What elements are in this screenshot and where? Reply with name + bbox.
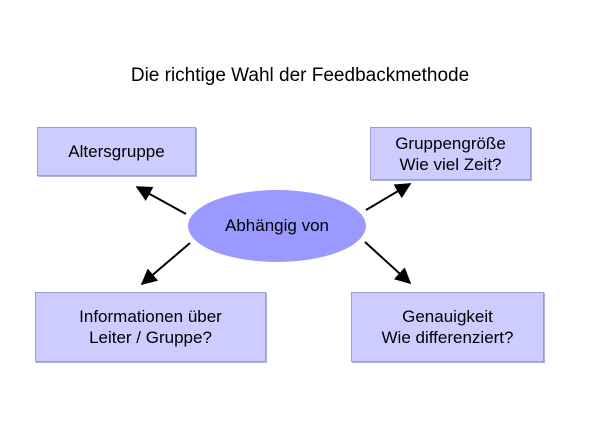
box-gruppengroesse: Gruppengröße Wie viel Zeit?	[370, 127, 531, 180]
box-line: Genauigkeit	[402, 307, 493, 326]
center-label: Abhängig von	[225, 216, 329, 235]
box-line: Wie differenziert?	[381, 328, 514, 347]
arrow-to-bottom-left	[140, 242, 191, 286]
arrow-to-top-left	[135, 186, 187, 215]
box-genauigkeit: Genauigkeit Wie differenziert?	[351, 292, 544, 362]
box-line: Wie viel Zeit?	[399, 154, 502, 174]
box-line: Informationen über	[79, 307, 222, 326]
diagram-title: Die richtige Wahl der Feedbackmethode	[130, 65, 470, 86]
box-line: Altersgruppe	[68, 142, 165, 161]
box-line: Gruppengröße	[395, 133, 506, 153]
arrow-to-top-right	[365, 183, 412, 211]
box-altersgruppe: Altersgruppe	[37, 127, 196, 176]
arrow-to-bottom-right	[364, 241, 412, 285]
center-ellipse	[188, 190, 366, 262]
box-line: Leiter / Gruppe?	[89, 328, 212, 347]
box-informationen: Informationen über Leiter / Gruppe?	[35, 292, 266, 362]
